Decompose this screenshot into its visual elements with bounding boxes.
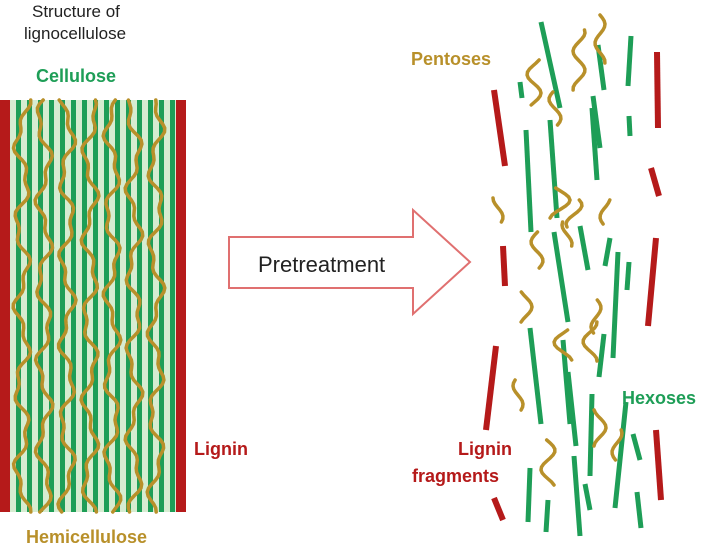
lignin-fragment: [653, 429, 664, 501]
title-line-2: lignocellulose: [24, 24, 126, 43]
pentose-fragment: [529, 230, 545, 270]
cellulose-fiber: [104, 100, 109, 512]
hexose-fragment: [626, 115, 633, 137]
hemicellulose-label: Hemicellulose: [26, 527, 147, 546]
lignin-fragments-label-line-2: fragments: [412, 466, 499, 486]
lignin-fragment: [648, 167, 662, 197]
hexose-fragment: [523, 129, 534, 233]
pentose-fragment: [571, 28, 587, 92]
cellulose-fiber: [27, 100, 32, 512]
cellulose-fiber: [148, 100, 153, 512]
hemicellulose-strand: [11, 98, 33, 514]
pretreated-fragments: [483, 13, 664, 537]
pentose-fragment: [511, 378, 525, 412]
pentose-fragment: [552, 328, 574, 362]
lignin-fragment: [491, 89, 508, 167]
lignin-wall-right: [176, 100, 186, 512]
hexose-fragment: [565, 371, 579, 447]
hexose-fragment: [624, 261, 632, 291]
pentose-fragment: [519, 290, 534, 324]
cellulose-label: Cellulose: [36, 66, 116, 86]
pentose-fragment: [589, 298, 603, 335]
hemicellulose-strand: [56, 98, 78, 514]
hexose-fragment: [543, 499, 551, 533]
hexose-fragment: [590, 95, 603, 149]
pentose-fragment: [525, 58, 543, 107]
hemicellulose-strand: [101, 98, 123, 514]
hemicellulose-strand: [79, 98, 101, 514]
cellulose-fiber: [16, 100, 21, 512]
cellulose-fiber: [38, 100, 43, 512]
hexose-fragment: [610, 251, 621, 359]
hemicellulose-strand: [145, 98, 167, 514]
hexose-fragment: [587, 393, 595, 477]
cellulose-fiber: [49, 100, 54, 512]
hexose-fragment: [551, 231, 571, 323]
hexose-fragment: [612, 401, 629, 509]
intact-lignocellulose-structure: [0, 98, 186, 514]
hexose-fragment: [596, 333, 607, 378]
hexose-fragment: [571, 455, 583, 537]
pretreatment-arrow: Pretreatment: [228, 207, 472, 317]
hemicellulose-strands: [11, 98, 167, 514]
pentose-fragment: [547, 90, 563, 127]
hexose-fragment: [525, 467, 533, 523]
lignin-fragment: [654, 51, 661, 129]
hexose-fragment: [517, 81, 525, 99]
hexose-fragment: [589, 107, 600, 181]
hexose-fragment: [602, 237, 613, 267]
hexose-fragment: [630, 433, 643, 461]
lignin-wall-left: [0, 100, 10, 512]
lignin-label: Lignin: [194, 439, 248, 459]
hexoses-label: Hexoses: [622, 388, 696, 408]
hexose-fragment: [527, 327, 544, 425]
cellulose-fiber: [93, 100, 98, 512]
lignin-fragment: [483, 345, 499, 431]
hexose-fragment: [634, 491, 644, 529]
cellulose-fiber: [115, 100, 120, 512]
pentose-fragment: [581, 320, 599, 363]
hexose-fragment: [582, 483, 593, 511]
lignin-fragment: [645, 237, 659, 327]
lignin-fragment: [491, 496, 506, 522]
hexose-fragment: [547, 119, 560, 219]
pentoses-label: Pentoses: [411, 49, 491, 69]
pentose-fragment: [592, 408, 608, 448]
pretreatment-label: Pretreatment: [258, 252, 385, 277]
pentose-fragment: [598, 198, 612, 226]
cellulose-fiber: [126, 100, 131, 512]
cellulose-fiber: [60, 100, 65, 512]
arrow-shape: [228, 207, 472, 317]
hemicellulose-strand: [123, 98, 145, 514]
pentose-fragment: [593, 13, 607, 65]
pentose-fragment: [548, 186, 572, 220]
pentose-fragment: [610, 428, 624, 462]
lignin-fragments-label-line-1: Lignin: [458, 439, 512, 459]
hexose-fragment: [625, 35, 634, 87]
cellulose-fiber: [170, 100, 175, 512]
hemicellulose-strand: [33, 98, 55, 514]
title-line-1: Structure of: [32, 2, 120, 21]
lignin-fragment: [500, 245, 508, 287]
pentose-fragment: [539, 438, 557, 487]
pentose-fragment: [491, 196, 505, 224]
hexose-fragment: [538, 21, 563, 109]
cellulose-fiber: [159, 100, 164, 512]
pentose-fragment: [560, 220, 574, 248]
hexose-fragment: [577, 225, 591, 271]
pentose-fragment: [564, 198, 584, 229]
